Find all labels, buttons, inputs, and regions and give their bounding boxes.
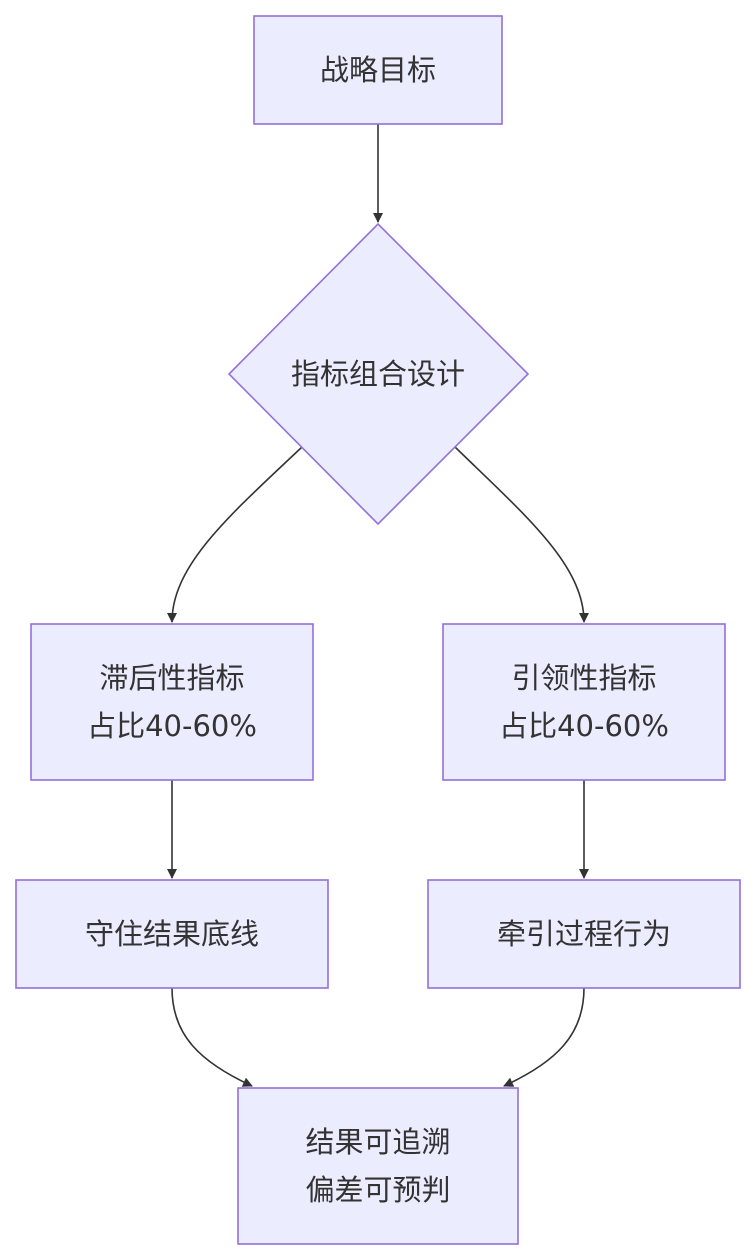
edge-process-behavior-to-outcome (503, 987, 585, 1087)
node-process-behavior: 牵引过程行为 (427, 879, 741, 989)
node-result-floor: 守住结果底线 (15, 879, 329, 989)
node-outcome-line1: 结果可追溯 (305, 1125, 450, 1159)
node-leading-indicator: 引领性指标 占比40-60% (442, 623, 726, 781)
node-indicator-design-label: 指标组合设计 (291, 357, 465, 391)
node-indicator-design: 指标组合设计 (227, 222, 530, 526)
node-lagging-indicator: 滞后性指标 占比40-60% (30, 623, 314, 781)
node-strategic-goal: 战略目标 (253, 15, 503, 125)
node-lagging-indicator-line2: 占比40-60% (87, 709, 257, 743)
node-leading-indicator-line1: 引领性指标 (511, 661, 656, 695)
edge-design-to-leading (454, 446, 589, 623)
node-outcome-line2: 偏差可预判 (305, 1173, 450, 1207)
edge-design-to-lagging (167, 446, 303, 623)
node-process-behavior-label: 牵引过程行为 (497, 917, 671, 951)
node-lagging-indicator-line1: 滞后性指标 (99, 661, 244, 695)
node-leading-indicator-line2: 占比40-60% (499, 709, 669, 743)
edges (167, 124, 589, 1087)
node-outcome: 结果可追溯 偏差可预判 (237, 1087, 519, 1245)
node-strategic-goal-label: 战略目标 (320, 53, 436, 87)
node-result-floor-label: 守住结果底线 (85, 917, 259, 951)
edge-result-floor-to-outcome (171, 987, 253, 1087)
